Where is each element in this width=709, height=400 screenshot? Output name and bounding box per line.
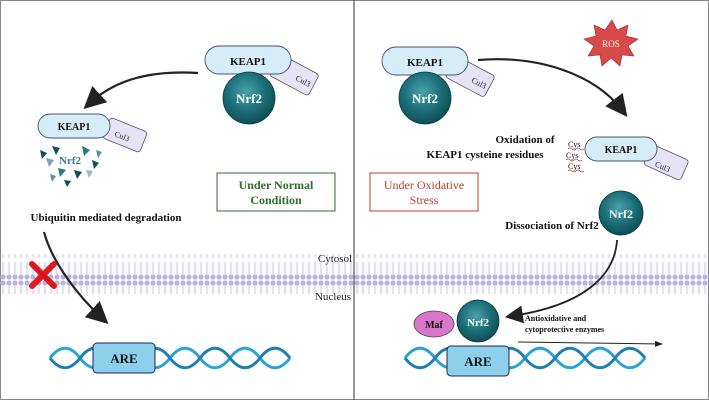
cys-residue-1: Cys	[568, 140, 580, 149]
stress-condition-line1: Under Oxidative	[384, 178, 464, 192]
keap1-oxidized-complex: Cul3 KEAP1	[584, 136, 689, 181]
degradation-arrow	[83, 71, 199, 109]
nrf2-free-label: Nrf2	[609, 207, 633, 221]
keap1-degraded-complex: Cul3 KEAP1	[37, 113, 148, 153]
cys-residue-2: Cys	[566, 151, 578, 160]
enzymes-label-line2: cytoprotective enzymes	[525, 325, 604, 334]
normal-condition-line2: Condition	[250, 193, 302, 207]
maf-protein	[413, 310, 455, 338]
keap1-protein-degraded	[37, 113, 111, 139]
blocked-translocation-arrow	[42, 231, 109, 324]
are-label-left: ARE	[110, 351, 137, 366]
nrf2-right-label: Nrf2	[412, 91, 438, 106]
are-element-left	[92, 342, 156, 374]
nrf2-fragment-label: Nrf2	[59, 155, 81, 167]
normal-condition-line1: Under Normal	[239, 178, 314, 192]
oxidation-arrow	[477, 58, 628, 117]
keap1-right-label: KEAP1	[407, 57, 443, 69]
cys-residues: Cys Cys Cys	[565, 140, 585, 173]
ros-label: ROS	[602, 39, 620, 49]
dna-helix-left	[48, 346, 292, 370]
normal-condition-box	[216, 172, 336, 212]
keap1-protein-oxidized	[584, 136, 658, 162]
dissociation-label: Dissociation of Nrf2	[505, 220, 599, 232]
nrf2-protein	[222, 71, 276, 125]
nrf2-fragments: Nrf2	[40, 146, 102, 187]
nucleus-label: Nucleus	[315, 291, 351, 303]
cys-residue-3: Cys	[568, 162, 580, 171]
are-label-right: ARE	[464, 354, 491, 369]
maf-label: Maf	[425, 320, 443, 331]
nrf2-label: Nrf2	[236, 91, 262, 106]
degradation-label: Ubiquitin mediated degradation	[31, 212, 182, 224]
enzymes-label-line1: Antioxidative and	[525, 314, 587, 323]
nrf2-protein-right	[398, 71, 452, 125]
keap1-nrf2-complex-normal: Cul3 KEAP1 Nrf2	[204, 45, 319, 125]
cell-membrane	[0, 254, 709, 294]
oxidation-label-line1: Oxidation of	[496, 134, 555, 146]
ros-burst-icon	[583, 19, 639, 67]
nrf2-bound	[456, 299, 500, 343]
stress-condition-line2: Stress	[410, 193, 439, 207]
nrf2-bound-label: Nrf2	[467, 317, 489, 329]
dna-helix-right	[403, 346, 647, 370]
translocation-arrow	[504, 239, 618, 324]
stress-condition-box	[369, 172, 479, 212]
transcription-arrow	[517, 340, 663, 347]
keap1-label: KEAP1	[230, 56, 266, 68]
nrf2-free	[598, 190, 644, 236]
oxidation-label-line2: KEAP1 cysteine residues	[426, 149, 544, 161]
block-x-icon	[29, 261, 57, 289]
keap1-nrf2-complex-stress: Cul3 KEAP1 Nrf2	[381, 46, 495, 125]
keap1-degraded-label: KEAP1	[58, 122, 91, 133]
cytosol-label: Cytosol	[318, 253, 352, 265]
are-element-right	[446, 345, 510, 377]
keap1-oxidized-label: KEAP1	[605, 145, 638, 156]
